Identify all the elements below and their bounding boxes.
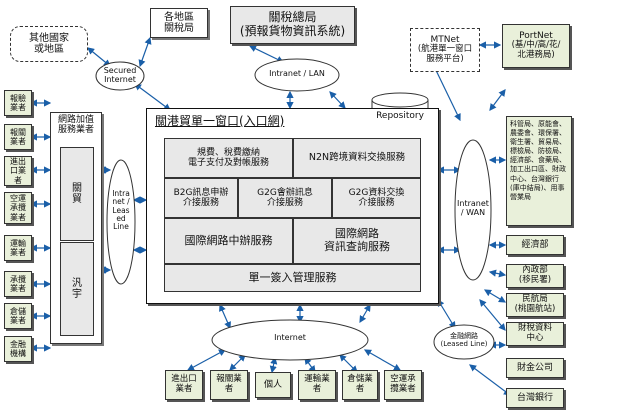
bottom-box-import-export: 進出口 業者 [165,370,203,400]
g2g-data-cell: G2G資料交換 介接服務 [332,178,421,218]
sso-cell: 單一簽入管理服務 [164,264,421,292]
left-box-warehouse: 倉儲 業者 [4,303,32,329]
mtnet-subtitle: (航港單一窗口 服務平台) [417,44,473,65]
left-box-air-forwarder: 空運 承攬 業者 [4,192,32,224]
bottom-box-customs-broker: 報關業 者 [210,370,248,400]
customs-offices-box: 各地區 關稅局 [150,8,208,38]
portnet-title: PortNet [519,31,553,42]
main-portal-title: 關港貿單一窗口(入口網) [155,114,285,128]
customs-bureau-subtitle: (預報貨物資訊系統) [239,24,346,38]
repository-label: Repository [376,111,424,121]
portnet-box: PortNet (基/中/高/花/ 北港務局) [502,24,570,68]
fdc-box: 財稅資料 中心 [506,322,564,346]
left-box-customs-broker: 報關 業者 [4,124,32,150]
customs-bureau-box: 關稅總局 (預報貨物資訊系統) [230,6,355,44]
left-box-inspection: 報驗 業者 [4,90,32,116]
bank-of-taiwan-box: 台灣銀行 [506,388,564,408]
portnet-subtitle: (基/中/高/花/ 北港務局) [511,40,561,61]
finance-company-box: 財金公司 [506,358,564,378]
query-cell: 國際網路 資訊查詢服務 [293,218,421,264]
secured-internet-label: Secured Internet [103,66,137,84]
moi-box: 內政部 (移民署) [506,264,564,288]
left-box-finance: 金融 機構 [4,336,32,362]
vas-provider-label: 網路加值 服務業者 [57,115,94,136]
other-countries-box: 其他國家 或地區 [10,26,88,62]
left-box-transport: 運輸 業者 [4,235,32,261]
customs-bureau-title: 關稅總局 [268,10,317,25]
moea-box: 經濟部 [506,235,564,255]
left-box-forwarder: 承攬 業者 [4,271,32,297]
intranet-leased-label: Intra net / Leas ed Line [112,189,130,231]
bottom-box-individual: 個人 [255,372,291,398]
n2n-cell: N2N跨境資料交換服務 [293,138,421,178]
relay-cell: 國際網路中辦服務 [164,218,293,264]
bottom-box-air-forwarder: 空運承 攬業者 [384,370,422,400]
intranet-wan-label: Intranet / WAN [457,199,489,217]
fee-payment-cell: 規費、稅費繳納 電子支付及對帳服務 [164,138,293,178]
caa-box: 民航局 (桃園航站) [506,293,564,317]
b2g-cell: B2G訊息申辦 介接服務 [164,178,238,218]
bottom-box-warehouse: 倉儲業 者 [342,370,378,400]
mtnet-title: MTNet [430,35,460,46]
left-box-import-export: 進出 口業 者 [4,156,32,186]
vas-hanyu-box: 汎 宇 [60,242,94,336]
g2g-joint-cell: G2G會辦訊息 介接服務 [238,178,332,218]
leased-line-label: 金融網路 (Leased Line) [440,332,488,348]
mtnet-box: MTNet (航港單一窗口 服務平台) [410,28,480,72]
vas-guanmao-box: 關 貿 [60,147,94,241]
internet-label: Internet [274,333,306,342]
right-agencies-box: 科管局、原能會、農委會、環保署、衛生署、貿易局、標檢局、防檢局、經濟部、食藥局、… [506,116,572,226]
bottom-box-transport: 運輸業 者 [298,370,336,400]
intranet-lan-label: Intranet / LAN [269,69,325,78]
